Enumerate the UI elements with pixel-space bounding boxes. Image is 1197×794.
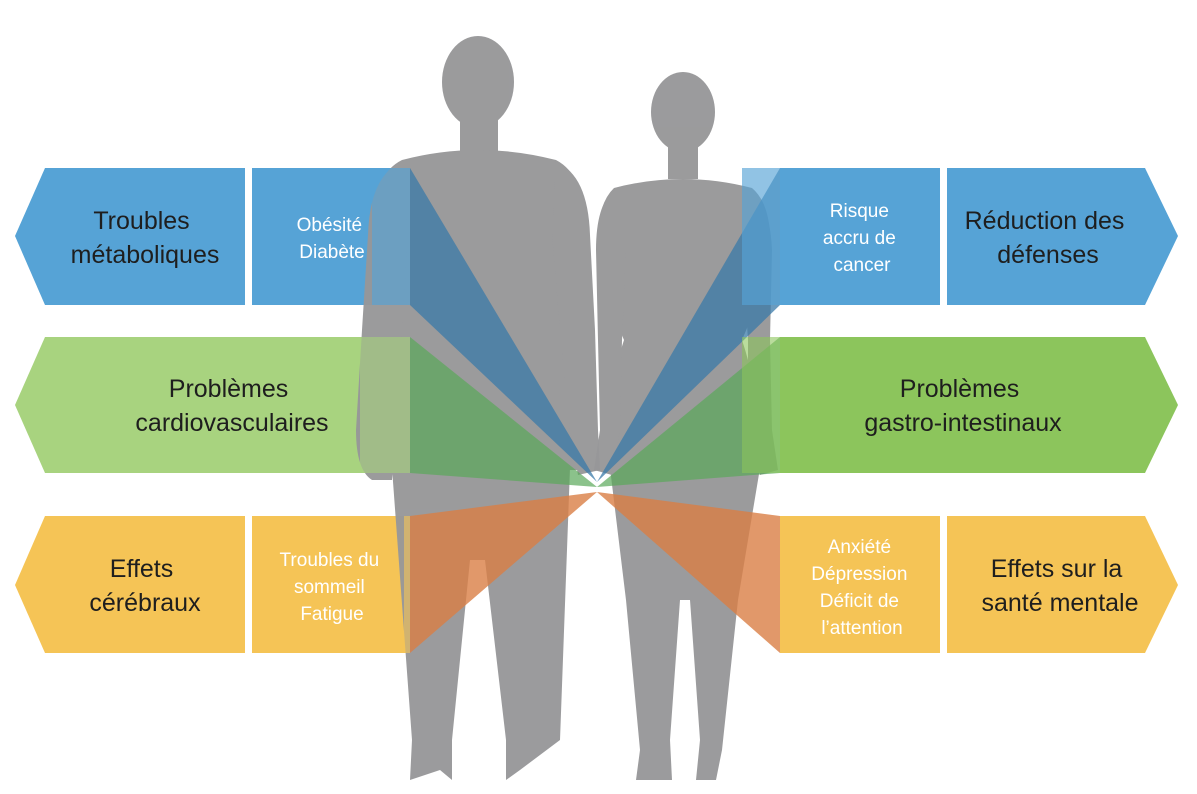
label-line: Problèmes [900,375,1020,403]
band-sommeil-fatigue [252,516,410,653]
band-overlay-green-right [742,337,780,473]
label-anxiete-depression: Anxiété Dépression Déficit de l’attentio… [811,537,912,639]
label-problemes-gastro: Problèmes gastro-intestinaux [864,375,1062,437]
label-line: accru de [823,228,896,249]
ray-orange-right [597,492,780,653]
label-obesite-diabete: Obésité Diabète [297,215,368,263]
band-sante-mentale [947,516,1178,653]
ray-blue-right [597,168,780,482]
ray-green-right [597,337,780,487]
label-line: Troubles du [280,550,380,571]
label-problemes-cardiovasculaires: Problèmes cardiovasculaires [135,375,328,437]
label-line: Anxiété [828,537,891,558]
label-line: Obésité [297,215,362,236]
band-overlay-blue-left [372,168,410,305]
label-effets-cerebraux: Effets cérébraux [89,555,201,617]
label-line: sommeil [294,577,365,598]
label-line: santé mentale [981,589,1138,617]
label-line: Troubles [93,207,189,235]
label-line: Fatigue [300,604,363,625]
label-sommeil-fatigue: Troubles du sommeil Fatigue [280,550,385,625]
band-reduction-defenses [947,168,1178,305]
label-line: Déficit de [820,591,899,612]
label-line: Risque [830,201,889,222]
label-line: Dépression [811,564,907,585]
band-troubles-metaboliques [15,168,245,305]
label-line: Problèmes [169,375,289,403]
label-line: métaboliques [71,241,220,269]
label-risque-cancer: Risque accru de cancer [823,201,901,276]
ray-orange-left [410,492,597,653]
label-sante-mentale: Effets sur la santé mentale [981,555,1138,617]
band-anxiete-depression [780,516,940,653]
label-line: gastro-intestinaux [864,409,1062,437]
label-line: cancer [833,255,891,276]
label-line: cérébraux [89,589,201,617]
label-line: Effets [110,555,173,583]
label-line: l’attention [821,618,902,639]
band-effets-cerebraux [15,516,245,653]
label-line: Diabète [299,242,365,263]
ray-blue-left [410,168,597,482]
band-problemes-cardiovasculaires [15,337,410,473]
band-overlay-blue-right [742,168,780,305]
band-problemes-gastro [780,337,1178,473]
label-troubles-metaboliques: Troubles métaboliques [71,207,220,269]
ray-green-left [410,337,597,487]
band-overlay-green-left [360,337,410,473]
label-reduction-defenses: Réduction des défenses [965,207,1132,269]
label-line: Réduction des [965,207,1125,235]
band-overlay-orange-left [404,516,410,653]
label-line: défenses [997,241,1098,269]
label-line: Effets sur la [991,555,1123,583]
band-risque-cancer [780,168,940,305]
label-line: cardiovasculaires [135,409,328,437]
